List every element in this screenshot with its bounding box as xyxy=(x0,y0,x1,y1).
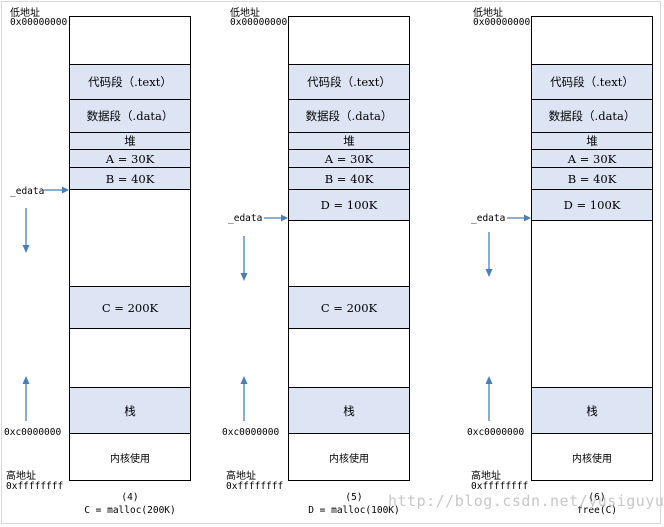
segment-unused-top xyxy=(289,17,409,64)
segment-heap: 堆 xyxy=(289,132,409,149)
step-number: (5) xyxy=(345,492,363,503)
segment-kernel: 内核使用 xyxy=(532,433,652,480)
low-address-label: 低地址 xyxy=(10,8,40,19)
low-address-hex: 0x00000000 xyxy=(10,17,68,28)
segment-kernel: 内核使用 xyxy=(289,433,409,480)
edata-pointer-arrow xyxy=(44,186,69,194)
segment-stack: 栈 xyxy=(532,387,652,433)
step-call: free(C) xyxy=(576,505,618,516)
memory-column: 代码段（.text） 数据段（.data） 堆 A = 30K B = 40K … xyxy=(288,16,410,481)
segment-data: 数据段（.data） xyxy=(532,99,652,132)
segment-b: B = 40K xyxy=(289,167,409,189)
segment-a: A = 30K xyxy=(532,149,652,167)
panel-5: 低地址 0x00000000 代码段（.text） 数据段（.data） 堆 A… xyxy=(220,0,430,527)
stack-growth-up-arrow xyxy=(485,376,493,421)
segment-text: 代码段（.text） xyxy=(532,64,652,99)
segment-d: D = 100K xyxy=(289,189,409,220)
segment-stack: 栈 xyxy=(289,387,409,433)
segment-free xyxy=(70,189,190,286)
segment-free-2 xyxy=(70,328,190,387)
kernel-boundary-hex: 0xc0000000 xyxy=(222,427,280,438)
segment-c: C = 200K xyxy=(289,286,409,328)
step-number: (6) xyxy=(588,492,606,503)
high-address-label: 高地址 xyxy=(6,471,36,482)
low-address-label: 低地址 xyxy=(230,8,260,19)
stack-growth-up-arrow xyxy=(240,376,248,421)
segment-data: 数据段（.data） xyxy=(70,99,190,132)
segment-unused-top xyxy=(70,17,190,64)
memory-column: 代码段（.text） 数据段（.data） 堆 A = 30K B = 40K … xyxy=(531,16,653,481)
segment-d: D = 100K xyxy=(532,189,652,220)
segment-data: 数据段（.data） xyxy=(289,99,409,132)
high-address-hex: 0xffffffff xyxy=(471,481,529,492)
segment-b: B = 40K xyxy=(532,167,652,189)
segment-heap: 堆 xyxy=(532,132,652,149)
step-call: D = malloc(100K) xyxy=(308,505,400,516)
high-address-hex: 0xffffffff xyxy=(6,481,64,492)
segment-c: C = 200K xyxy=(70,286,190,328)
edata-pointer-arrow xyxy=(264,214,288,222)
segment-free xyxy=(532,220,652,387)
low-address-label: 低地址 xyxy=(473,8,503,19)
high-address-hex: 0xffffffff xyxy=(226,481,284,492)
high-address-label: 高地址 xyxy=(226,471,256,482)
memory-column: 代码段（.text） 数据段（.data） 堆 A = 30K B = 40K … xyxy=(69,16,191,481)
segment-heap: 堆 xyxy=(70,132,190,149)
segment-kernel: 内核使用 xyxy=(70,433,190,480)
segment-text: 代码段（.text） xyxy=(289,64,409,99)
segment-stack: 栈 xyxy=(70,387,190,433)
kernel-boundary-hex: 0xc0000000 xyxy=(467,427,525,438)
segment-unused-top xyxy=(532,17,652,64)
panel-4: 低地址 0x00000000 代码段（.text） 数据段（.data） 堆 A… xyxy=(0,0,210,527)
watermark: http://blog.csdn.net/yusiguyuan xyxy=(388,492,664,510)
stack-growth-up-arrow xyxy=(22,376,30,421)
segment-b: B = 40K xyxy=(70,167,190,189)
segment-text: 代码段（.text） xyxy=(70,64,190,99)
segment-free-2 xyxy=(289,328,409,387)
segment-a: A = 30K xyxy=(70,149,190,167)
edata-label: _edata xyxy=(228,213,263,224)
step-call: C = malloc(200K) xyxy=(84,505,176,516)
step-number: (4) xyxy=(121,492,139,503)
segment-free xyxy=(289,220,409,286)
low-address-hex: 0x00000000 xyxy=(473,17,531,28)
edata-pointer-arrow xyxy=(507,214,531,222)
edata-label: _edata xyxy=(471,213,506,224)
kernel-boundary-hex: 0xc0000000 xyxy=(4,427,62,438)
high-address-label: 高地址 xyxy=(471,471,501,482)
segment-a: A = 30K xyxy=(289,149,409,167)
low-address-hex: 0x00000000 xyxy=(230,17,288,28)
heap-growth-down-arrow xyxy=(485,232,493,277)
heap-growth-down-arrow xyxy=(22,208,30,253)
edata-label: _edata xyxy=(10,186,45,197)
panel-6: 低地址 0x00000000 代码段（.text） 数据段（.data） 堆 A… xyxy=(463,0,664,527)
heap-growth-down-arrow xyxy=(240,236,248,281)
